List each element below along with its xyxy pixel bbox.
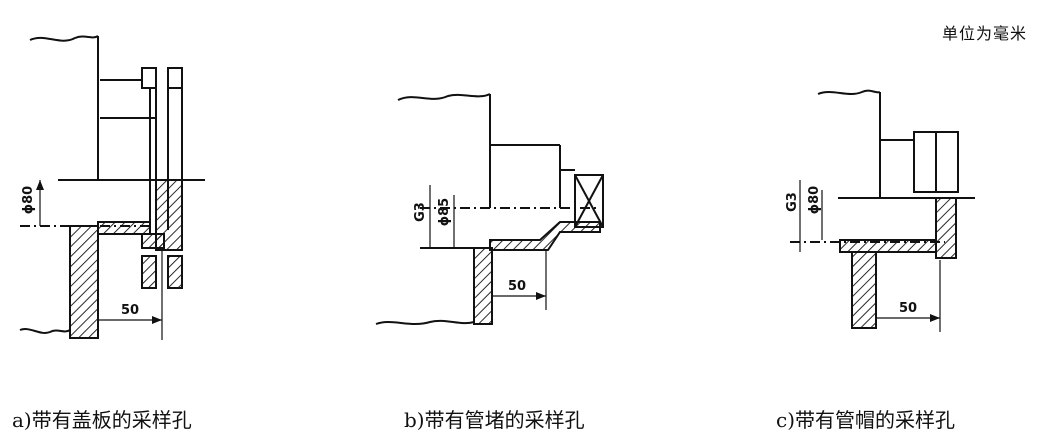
figure-c-drawing: [790, 89, 975, 332]
figure-b-drawing: [375, 93, 604, 325]
figure-b-caption: b)带有管堵的采样孔: [404, 408, 585, 432]
figure-b-thread-label: G3: [413, 202, 428, 222]
figure-a-caption: a)带有盖板的采样孔: [12, 408, 192, 432]
unit-label: 单位为毫米: [941, 24, 1027, 43]
figure-c-caption: c)带有管帽的采样孔: [776, 408, 956, 432]
figure-c-thread-label: G3: [785, 192, 800, 212]
figure-a-length-label: 50: [121, 303, 139, 318]
figure-b-length-label: 50: [508, 279, 526, 294]
figure-a-drawing: [19, 35, 205, 340]
figure-c-diameter-label: ϕ80: [807, 186, 822, 214]
figure-c-length-label: 50: [899, 301, 917, 316]
figure-a-diameter-label: ϕ80: [21, 186, 36, 214]
figure-b-diameter-label: ϕ85: [437, 198, 452, 226]
